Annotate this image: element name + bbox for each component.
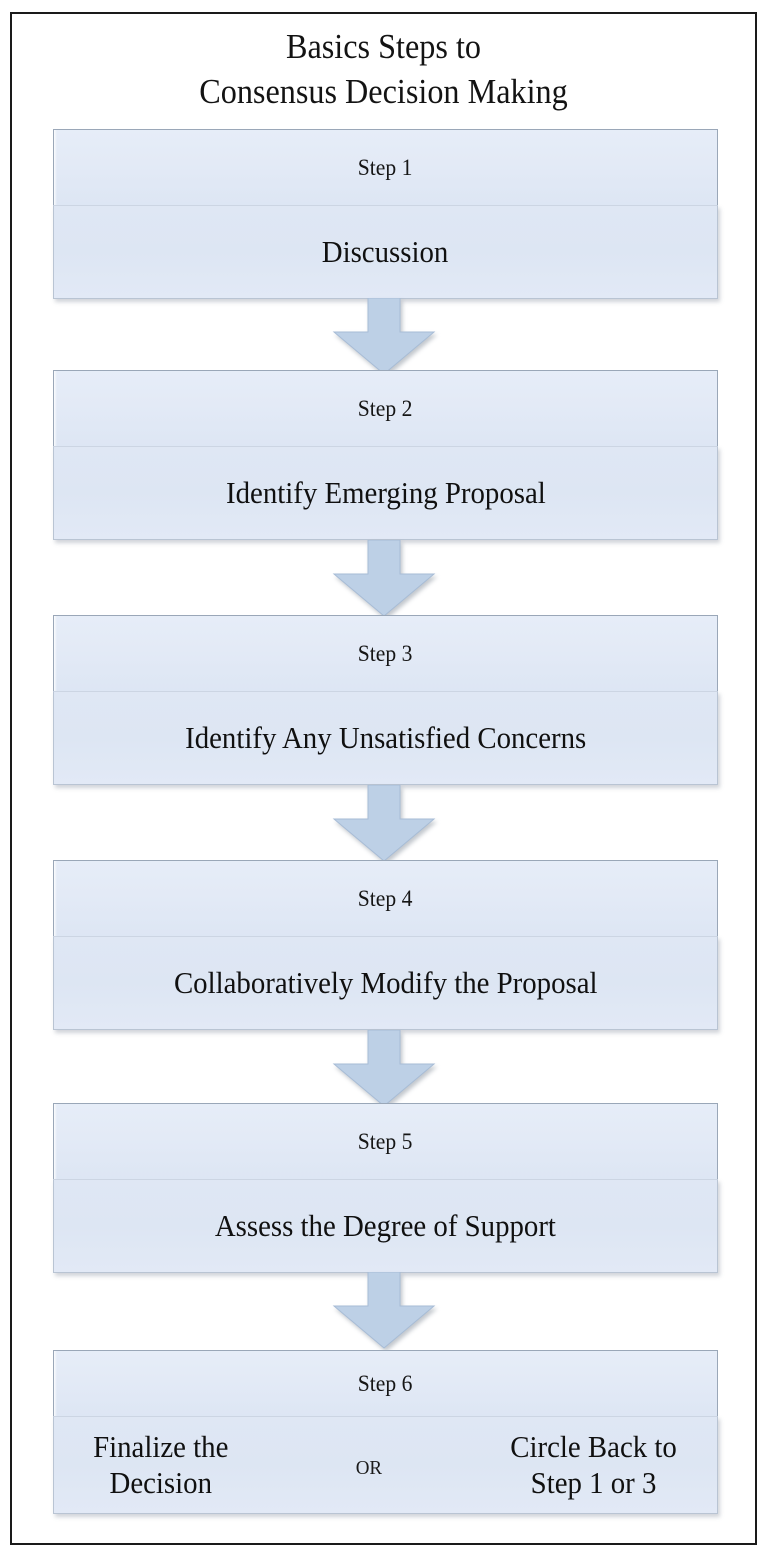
step-6-label: Step 6 xyxy=(358,1370,413,1396)
title-line-1: Basics Steps to xyxy=(285,27,481,66)
arrow-5-to-6 xyxy=(324,1272,444,1350)
step-6-option-right[interactable]: Circle Back to Step 1 or 3 xyxy=(510,1429,677,1501)
arrow-1-to-2 xyxy=(324,298,444,376)
step-box-1[interactable]: Step 1 Discussion xyxy=(53,129,718,299)
step-6-body: Finalize the Decision OR Circle Back to … xyxy=(53,1416,718,1514)
step-4-body: Collaboratively Modify the Proposal xyxy=(53,936,718,1030)
step-box-2[interactable]: Step 2 Identify Emerging Proposal xyxy=(53,370,718,540)
step-4-header: Step 4 xyxy=(53,860,718,936)
step-5-label: Step 5 xyxy=(358,1128,413,1154)
step-4-label: Step 4 xyxy=(358,885,413,911)
arrow-3-to-4 xyxy=(324,785,444,863)
step-1-text: Discussion xyxy=(322,234,449,269)
step-1-body: Discussion xyxy=(53,205,718,299)
step-6-header: Step 6 xyxy=(53,1350,718,1416)
step-3-text: Identify Any Unsatisfied Concerns xyxy=(184,720,587,755)
step-6-option-right-line-1: Circle Back to xyxy=(510,1429,677,1464)
step-6-option-left-line-2: Decision xyxy=(109,1465,212,1500)
step-2-body: Identify Emerging Proposal xyxy=(53,446,718,540)
page-title: Basics Steps to Consensus Decision Makin… xyxy=(42,24,726,114)
step-box-3[interactable]: Step 3 Identify Any Unsatisfied Concerns xyxy=(53,615,718,785)
step-5-header: Step 5 xyxy=(53,1103,718,1179)
step-5-body: Assess the Degree of Support xyxy=(53,1179,718,1273)
step-box-4[interactable]: Step 4 Collaboratively Modify the Propos… xyxy=(53,860,718,1030)
step-1-label: Step 1 xyxy=(358,154,413,180)
step-box-6[interactable]: Step 6 Finalize the Decision OR Circle B… xyxy=(53,1350,718,1514)
step-6-option-left[interactable]: Finalize the Decision xyxy=(93,1429,228,1501)
step-4-text: Collaboratively Modify the Proposal xyxy=(173,965,598,1000)
step-5-text: Assess the Degree of Support xyxy=(214,1208,557,1243)
step-1-header: Step 1 xyxy=(53,129,718,205)
step-3-label: Step 3 xyxy=(358,640,413,666)
step-6-conjunction: OR xyxy=(355,1456,382,1479)
title-line-2: Consensus Decision Making xyxy=(199,72,568,111)
step-box-5[interactable]: Step 5 Assess the Degree of Support xyxy=(53,1103,718,1273)
step-2-label: Step 2 xyxy=(358,395,413,421)
arrow-4-to-5 xyxy=(324,1030,444,1108)
step-2-text: Identify Emerging Proposal xyxy=(225,475,546,510)
step-6-option-left-line-1: Finalize the xyxy=(93,1429,229,1464)
arrow-2-to-3 xyxy=(324,540,444,618)
step-6-option-right-line-2: Step 1 or 3 xyxy=(530,1465,657,1500)
step-2-header: Step 2 xyxy=(53,370,718,446)
step-3-body: Identify Any Unsatisfied Concerns xyxy=(53,691,718,785)
step-3-header: Step 3 xyxy=(53,615,718,691)
